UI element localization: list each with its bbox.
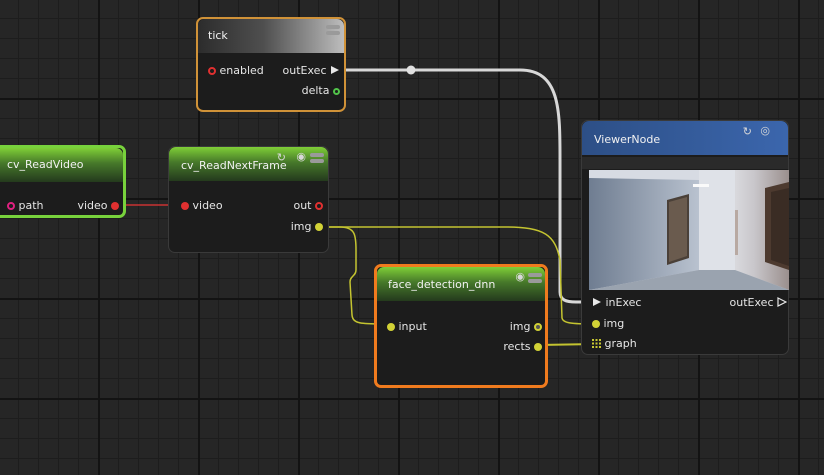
hamburger-icon[interactable] xyxy=(326,25,340,36)
node-tick-title: tick xyxy=(208,29,228,42)
port-rects-dot[interactable] xyxy=(534,343,542,351)
wire-reroute-dot xyxy=(406,65,416,75)
port-video-out[interactable]: video xyxy=(77,199,119,213)
port-viewer-outexec-label: outExec xyxy=(729,296,774,309)
port-enabled[interactable]: enabled xyxy=(208,64,264,78)
port-path[interactable]: path xyxy=(7,199,44,213)
viewer-preview-image xyxy=(589,170,789,290)
port-img-out-dot[interactable] xyxy=(315,223,323,231)
node-face-detection[interactable]: face_detection_dnn ◉ input img rects xyxy=(374,264,548,388)
port-delta[interactable]: delta xyxy=(302,84,340,98)
node-face-detection-header[interactable]: face_detection_dnn xyxy=(377,267,545,301)
port-video-in[interactable]: video xyxy=(181,199,223,213)
port-input-dot[interactable] xyxy=(387,323,395,331)
port-face-img[interactable]: img xyxy=(510,320,542,334)
port-rects[interactable]: rects xyxy=(503,340,542,354)
port-img-out-label: img xyxy=(290,220,312,233)
port-input-label: input xyxy=(398,320,427,333)
port-graph-label: graph xyxy=(604,337,637,350)
port-video-in-label: video xyxy=(192,199,223,212)
refresh-icon[interactable]: ↻ xyxy=(276,151,286,164)
port-viewer-img-dot[interactable] xyxy=(592,320,600,328)
port-inexec[interactable]: inExec xyxy=(592,296,641,310)
port-img-out[interactable]: img xyxy=(291,220,323,234)
grid-port-icon[interactable] xyxy=(592,339,601,348)
node-read-next-frame-header[interactable]: cv_ReadNextFrame xyxy=(169,147,328,181)
node-read-video-header[interactable]: cv_ReadVideo xyxy=(0,148,123,182)
exec-port-icon[interactable] xyxy=(592,297,602,307)
refresh-icon[interactable]: ↻ xyxy=(742,125,752,138)
port-inexec-label: inExec xyxy=(605,296,642,309)
port-out[interactable]: out xyxy=(293,199,323,213)
node-viewer-title: ViewerNode xyxy=(594,133,661,146)
node-face-detection-title: face_detection_dnn xyxy=(388,278,496,291)
port-path-dot[interactable] xyxy=(7,202,15,210)
port-viewer-outexec[interactable]: outExec xyxy=(729,296,788,310)
port-face-img-label: img xyxy=(509,320,531,333)
wire-img-face xyxy=(320,226,391,325)
node-read-next-frame-title: cv_ReadNextFrame xyxy=(181,159,287,172)
port-video-in-dot[interactable] xyxy=(181,202,189,210)
node-viewer-header[interactable]: ViewerNode xyxy=(582,121,788,155)
node-tick-header[interactable]: tick xyxy=(198,19,344,53)
port-path-label: path xyxy=(18,199,44,212)
port-input[interactable]: input xyxy=(387,320,427,334)
node-tick[interactable]: tick enabled outExec delta xyxy=(196,17,346,112)
port-out-dot[interactable] xyxy=(315,202,323,210)
eye-icon[interactable]: ◉ xyxy=(296,150,306,163)
node-read-video-title: cv_ReadVideo xyxy=(7,158,84,171)
port-face-img-dot[interactable] xyxy=(534,323,542,331)
port-delta-label: delta xyxy=(301,84,330,97)
hamburger-icon[interactable] xyxy=(528,273,542,284)
eye-slash-icon[interactable]: ◎ xyxy=(760,124,770,137)
port-enabled-label: enabled xyxy=(219,64,264,77)
port-enabled-dot[interactable] xyxy=(208,67,216,75)
exec-port-outline-icon[interactable] xyxy=(777,297,788,307)
port-video-out-dot[interactable] xyxy=(111,202,119,210)
port-viewer-img-label: img xyxy=(603,317,625,330)
port-delta-dot[interactable] xyxy=(333,88,340,95)
node-read-next-frame[interactable]: cv_ReadNextFrame ↻ ◉ video out img xyxy=(168,146,329,253)
eye-icon[interactable]: ◉ xyxy=(515,270,525,283)
hamburger-icon[interactable] xyxy=(310,153,324,164)
exec-port-icon[interactable] xyxy=(330,65,340,75)
node-read-video[interactable]: cv_ReadVideo path video xyxy=(0,145,126,218)
node-viewer[interactable]: ViewerNode ↻ ◎ inExec outExec xyxy=(581,120,789,355)
wire-img-viewer xyxy=(320,226,597,325)
wire-exec xyxy=(338,68,592,304)
port-rects-label: rects xyxy=(503,340,531,353)
port-video-out-label: video xyxy=(77,199,108,212)
viewer-divider xyxy=(582,157,788,169)
port-outexec-label: outExec xyxy=(282,64,327,77)
port-outexec[interactable]: outExec xyxy=(283,64,340,78)
port-viewer-img[interactable]: img xyxy=(592,317,624,331)
port-graph[interactable]: graph xyxy=(592,337,637,351)
port-out-label: out xyxy=(293,199,312,212)
